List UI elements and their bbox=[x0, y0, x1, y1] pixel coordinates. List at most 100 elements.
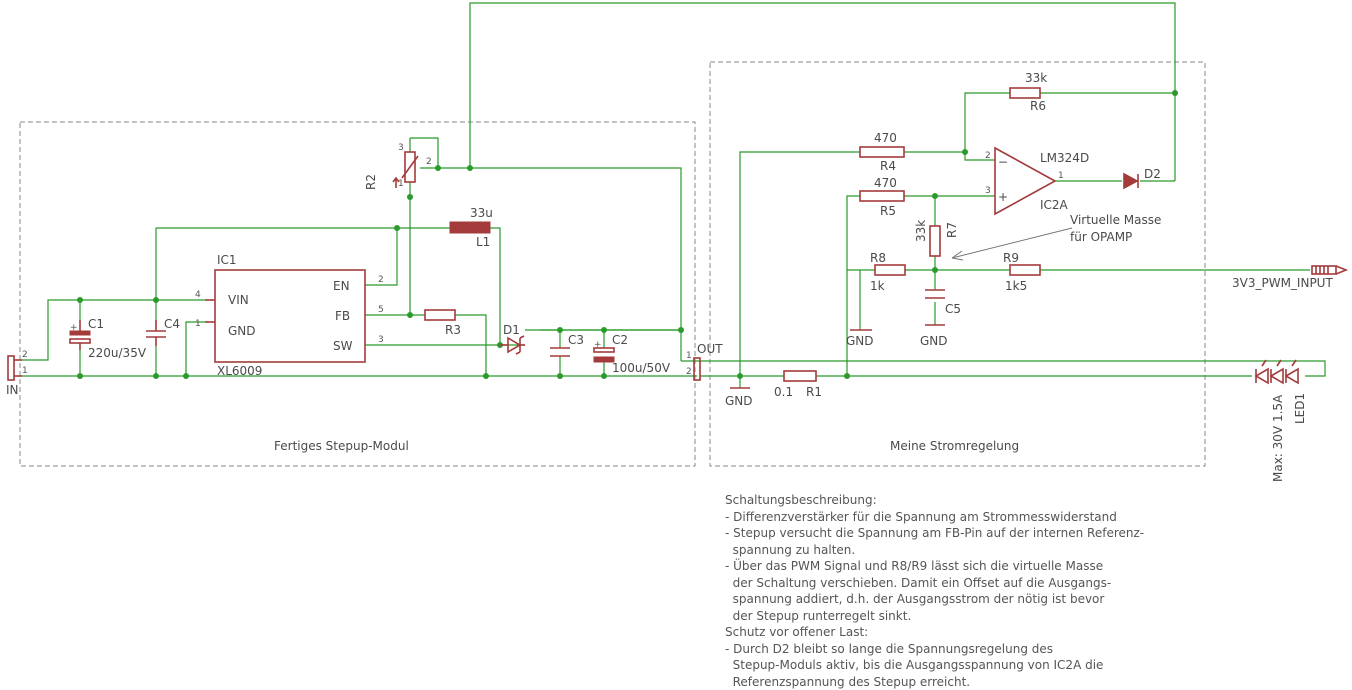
ic1-pin-fb: FB bbox=[335, 309, 350, 323]
description-line: - Stepup versucht die Spannung am FB-Pin… bbox=[725, 525, 1285, 542]
resistor-r5: 470 R5 bbox=[860, 176, 904, 218]
stepup-module-frame bbox=[20, 122, 695, 466]
capacitor-c2: + C2 100u/50V bbox=[594, 333, 671, 375]
svg-text:+: + bbox=[70, 323, 78, 333]
svg-text:1: 1 bbox=[1058, 171, 1064, 181]
potentiometer-r2: 3 2 1 R2 bbox=[364, 143, 432, 190]
r6-name: R6 bbox=[1030, 99, 1046, 113]
ic1-pin-en: EN bbox=[333, 279, 350, 293]
r4-name: R4 bbox=[880, 159, 896, 173]
d1-name: D1 bbox=[503, 323, 520, 337]
r6-value: 33k bbox=[1025, 71, 1047, 85]
in-connector-name: IN bbox=[6, 383, 19, 397]
svg-text:4: 4 bbox=[195, 290, 201, 300]
svg-text:1: 1 bbox=[195, 319, 201, 329]
resistor-r3: R3 bbox=[425, 310, 461, 337]
svg-text:1: 1 bbox=[398, 179, 404, 189]
r5-name: R5 bbox=[880, 204, 896, 218]
description-line: der Schaltung verschieben. Damit ein Off… bbox=[725, 575, 1285, 592]
svg-text:−: − bbox=[998, 155, 1008, 169]
gnd-label-1: GND bbox=[725, 394, 753, 408]
r1-value: 0.1 bbox=[774, 385, 793, 399]
r5-value: 470 bbox=[874, 176, 897, 190]
svg-text:+: + bbox=[998, 190, 1008, 204]
in-pin-1: 1 bbox=[22, 366, 28, 376]
description-line: der Stepup runterregelt sinkt. bbox=[725, 608, 1285, 625]
description-line: - Über das PWM Signal und R8/R9 lässt si… bbox=[725, 558, 1285, 575]
ic1-pin-vin: VIN bbox=[228, 293, 249, 307]
gnd-symbol-3: GND bbox=[920, 325, 948, 348]
svg-text:2: 2 bbox=[426, 157, 432, 167]
description-line: spannung zu halten. bbox=[725, 542, 1285, 559]
virtual-mass-line2: für OPAMP bbox=[1070, 230, 1132, 244]
circuit-description: Schaltungsbeschreibung:- Differenzverstä… bbox=[725, 492, 1285, 690]
d2-name: D2 bbox=[1144, 167, 1161, 181]
ic1-pin-gnd: GND bbox=[228, 324, 256, 338]
description-line: Schutz vor offener Last: bbox=[725, 624, 1285, 641]
current-regulation-label: Meine Stromregelung bbox=[890, 439, 1019, 453]
wires bbox=[22, 3, 1325, 388]
c3-name: C3 bbox=[568, 333, 584, 347]
l1-value: 33u bbox=[470, 206, 493, 220]
description-line: - Durch D2 bleibt so lange die Spannungs… bbox=[725, 641, 1285, 658]
r8-name: R8 bbox=[870, 251, 886, 265]
svg-text:1: 1 bbox=[686, 351, 692, 361]
description-line: Schaltungsbeschreibung: bbox=[725, 492, 1285, 509]
capacitor-c3: C3 bbox=[550, 333, 584, 356]
led-string-led1: Max: 30V 1.5A LED1 bbox=[1256, 360, 1307, 482]
ic1-value: XL6009 bbox=[217, 364, 262, 378]
svg-text:3: 3 bbox=[398, 143, 404, 153]
inductor-l1: 33u L1 bbox=[450, 206, 493, 249]
gnd-symbol-2: GND bbox=[846, 330, 874, 348]
svg-text:3: 3 bbox=[985, 186, 991, 196]
r8-value: 1k bbox=[870, 279, 885, 293]
led1-name: LED1 bbox=[1293, 393, 1307, 424]
in-connector: 2 1 IN bbox=[6, 350, 28, 397]
c4-name: C4 bbox=[164, 317, 180, 331]
resistor-r4: 470 R4 bbox=[860, 131, 904, 173]
ic2-name: IC2A bbox=[1040, 198, 1069, 212]
capacitor-c1: + C1 220u/35V bbox=[70, 317, 147, 360]
r9-value: 1k5 bbox=[1005, 279, 1027, 293]
description-line: Referenzspannung des Stepup erreicht. bbox=[725, 674, 1285, 690]
description-line: spannung addiert, d.h. der Ausgangsstrom… bbox=[725, 591, 1285, 608]
svg-text:2: 2 bbox=[985, 151, 991, 161]
c2-name: C2 bbox=[612, 333, 628, 347]
description-line: Stepup-Moduls aktiv, bis die Ausgangsspa… bbox=[725, 657, 1285, 674]
resistor-r9: R9 1k5 bbox=[1003, 251, 1040, 293]
c1-value: 220u/35V bbox=[88, 346, 147, 360]
capacitor-c4: C4 bbox=[146, 317, 180, 346]
resistor-r6: 33k R6 bbox=[1010, 71, 1047, 113]
svg-text:2: 2 bbox=[378, 275, 384, 285]
ic2-value: LM324D bbox=[1040, 151, 1089, 165]
c1-name: C1 bbox=[88, 317, 104, 331]
gnd-label-2: GND bbox=[846, 334, 874, 348]
r3-name: R3 bbox=[445, 323, 461, 337]
ic1-name: IC1 bbox=[217, 253, 237, 267]
l1-name: L1 bbox=[476, 235, 490, 249]
led1-value: Max: 30V 1.5A bbox=[1271, 394, 1285, 482]
r7-value: 33k bbox=[914, 220, 928, 242]
svg-text:5: 5 bbox=[378, 305, 384, 315]
pwm-input-label: 3V3_PWM_INPUT bbox=[1232, 276, 1333, 290]
gnd-symbol-1: GND bbox=[725, 388, 753, 408]
resistor-r7: 33k R7 bbox=[914, 220, 959, 256]
current-regulation-frame bbox=[710, 62, 1205, 466]
capacitor-c5: C5 bbox=[925, 290, 961, 316]
out-connector-name: OUT bbox=[697, 342, 723, 356]
virtual-mass-line1: Virtuelle Masse bbox=[1070, 213, 1161, 227]
diode-d1: D1 bbox=[500, 323, 525, 354]
description-line: - Differenzverstärker für die Spannung a… bbox=[725, 509, 1285, 526]
svg-text:2: 2 bbox=[686, 367, 692, 377]
r1-name: R1 bbox=[806, 385, 822, 399]
resistor-r1: 0.1 R1 bbox=[774, 371, 822, 399]
r2-name: R2 bbox=[364, 174, 378, 190]
svg-text:3: 3 bbox=[378, 335, 384, 345]
in-pin-2: 2 bbox=[22, 350, 28, 360]
virtual-mass-note: Virtuelle Masse für OPAMP bbox=[952, 213, 1161, 260]
resistor-r8: R8 1k bbox=[870, 251, 905, 293]
svg-text:+: + bbox=[594, 340, 602, 350]
c2-value: 100u/50V bbox=[612, 361, 671, 375]
gnd-label-3: GND bbox=[920, 334, 948, 348]
ic1-pin-sw: SW bbox=[333, 339, 353, 353]
